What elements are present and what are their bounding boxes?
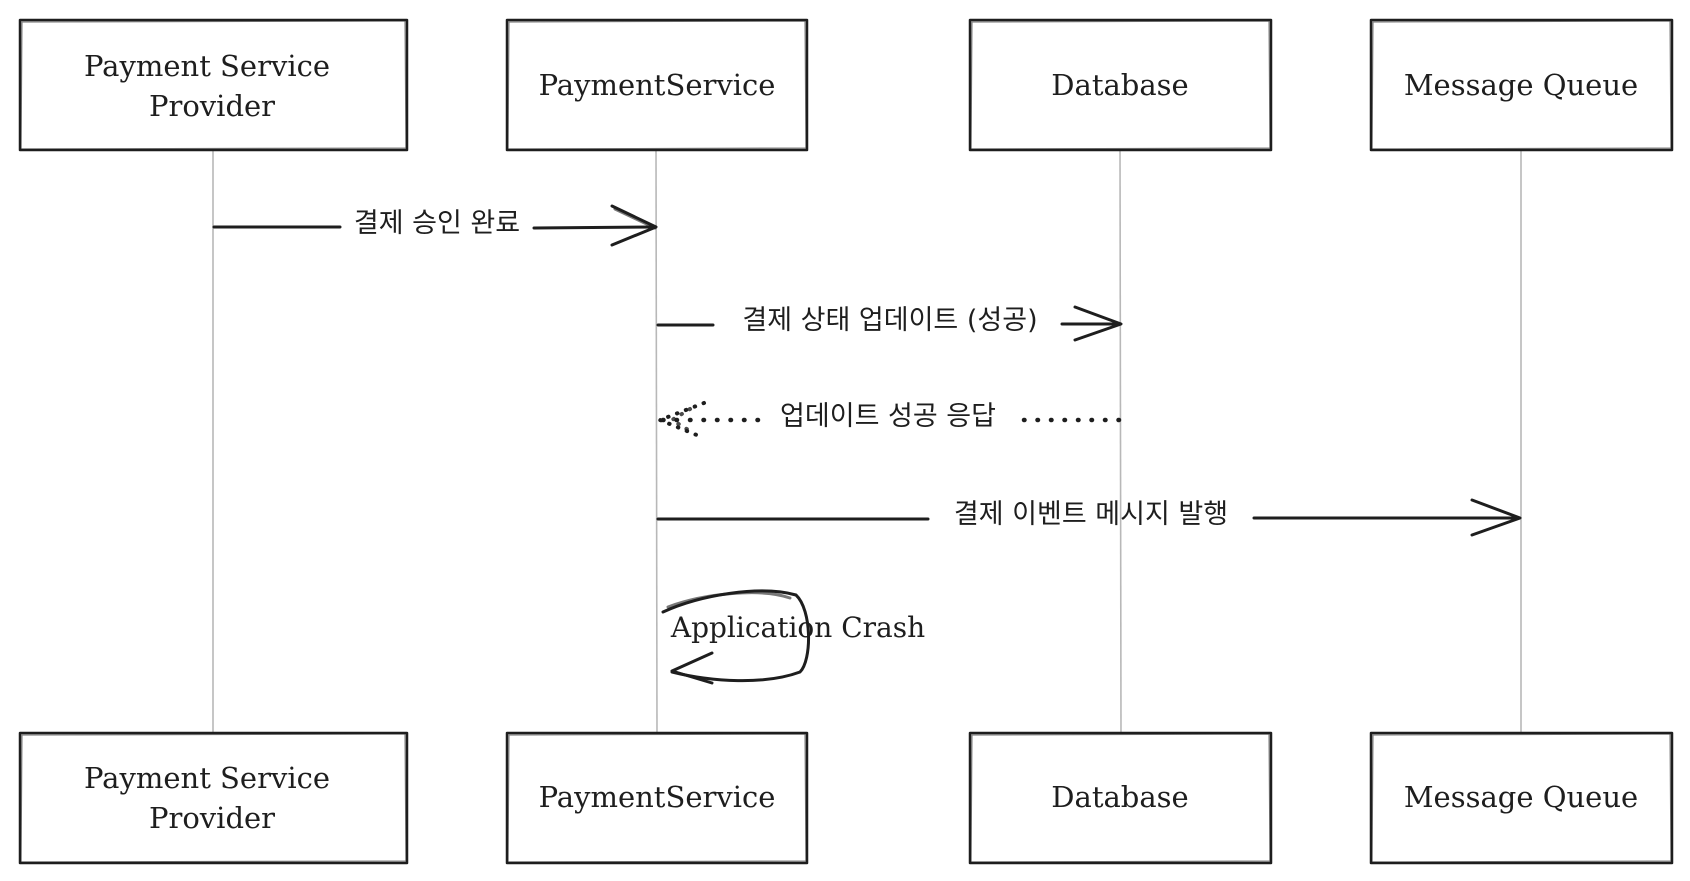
message-application-crash: Application Crash xyxy=(661,589,925,685)
participant-label: Database xyxy=(1051,780,1188,814)
participant-label: Database xyxy=(1051,68,1188,102)
participant-label-line-1: Payment Service xyxy=(84,49,330,83)
participant-top-payment-service: PaymentService xyxy=(505,18,809,152)
message-update-payment-status: 결제 상태 업데이트 (성공) xyxy=(656,305,1123,342)
participant-bottom-database: Database xyxy=(968,731,1273,865)
message-update-success-response: 업데이트 성공 응답 xyxy=(654,401,1122,440)
participant-top-database: Database xyxy=(968,18,1273,152)
participant-top-payment-service-provider: Payment Service Provider xyxy=(18,18,409,152)
participant-label: PaymentService xyxy=(539,68,776,102)
participant-top-message-queue: Message Queue xyxy=(1369,18,1674,152)
message-label: 결제 상태 업데이트 (성공) xyxy=(742,305,1037,336)
message-label: Application Crash xyxy=(670,611,925,644)
participant-bottom-payment-service: PaymentService xyxy=(505,731,809,865)
participant-label-line-1: Payment Service xyxy=(84,761,330,795)
participant-bottom-payment-service-provider: Payment Service Provider xyxy=(18,731,409,865)
lifeline-payment-service xyxy=(655,150,658,733)
message-label: 결제 승인 완료 xyxy=(354,208,520,239)
message-label: 업데이트 성공 응답 xyxy=(780,401,996,432)
participant-label-line-2: Provider xyxy=(149,89,275,123)
participant-bottom-message-queue: Message Queue xyxy=(1369,731,1674,865)
message-payment-approved: 결제 승인 완료 xyxy=(212,204,658,247)
participant-label: Message Queue xyxy=(1404,68,1638,102)
lifeline-database xyxy=(1119,150,1122,733)
message-publish-payment-event: 결제 이벤트 메시지 발행 xyxy=(656,498,1522,537)
participant-label: Message Queue xyxy=(1404,780,1638,814)
participant-label: PaymentService xyxy=(539,780,776,814)
participant-label-line-2: Provider xyxy=(149,801,275,835)
message-label: 결제 이벤트 메시지 발행 xyxy=(954,499,1228,530)
